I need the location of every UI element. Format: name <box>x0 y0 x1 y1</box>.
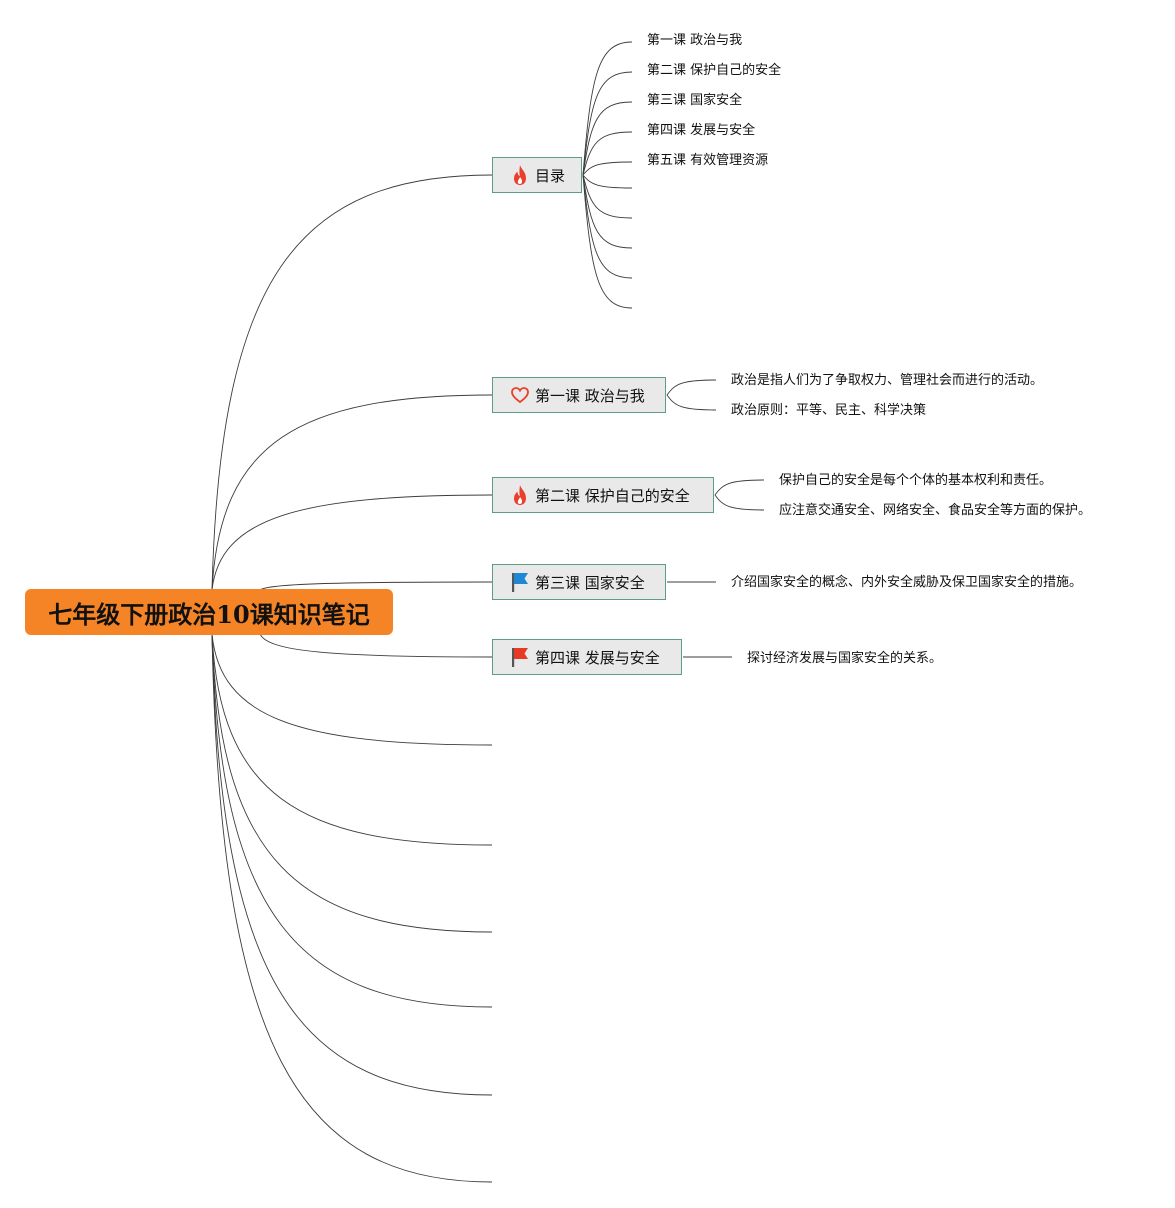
branch-line <box>211 633 493 1008</box>
heart-icon <box>510 384 530 406</box>
topic-lesson-2[interactable]: 第二课 保护自己的安全 <box>492 477 714 513</box>
topic-label: 第一课 政治与我 <box>535 386 645 405</box>
topic-label: 目录 <box>535 166 566 185</box>
branch-line <box>211 394 493 591</box>
sub-branch-line <box>714 479 765 496</box>
lesson-2-note-1[interactable]: 保护自己的安全是每个个体的基本权利和责任。 <box>779 473 1053 488</box>
topic-contents[interactable]: 目录 <box>492 157 582 193</box>
sub-branch-line <box>582 161 633 176</box>
sub-branch-line <box>582 41 633 176</box>
sub-branch-line <box>714 494 765 511</box>
sub-branch-line <box>582 71 633 176</box>
root-topic[interactable]: 七年级下册政治10课知识笔记 <box>25 589 393 635</box>
contents-item-2[interactable]: 第二课 保护自己的安全 <box>647 63 782 78</box>
branch-line <box>211 633 493 933</box>
sub-branch-line <box>582 131 633 176</box>
topic-lesson-3[interactable]: 第三课 国家安全 <box>492 564 666 600</box>
sub-branch-line <box>582 174 633 189</box>
red-flag-icon <box>510 646 530 668</box>
fire-icon <box>510 164 530 186</box>
sub-branch-line <box>582 101 633 176</box>
branch-line <box>259 581 493 591</box>
sub-branch-line <box>582 174 633 219</box>
branch-line <box>211 174 493 591</box>
sub-branch-line <box>582 174 633 249</box>
topic-label: 第三课 国家安全 <box>535 573 645 592</box>
fire-icon <box>510 484 530 506</box>
branch-line <box>211 494 493 591</box>
branch-line <box>211 633 493 1183</box>
contents-item-3[interactable]: 第三课 国家安全 <box>647 93 743 108</box>
branch-line <box>211 633 493 846</box>
contents-item-5[interactable]: 第五课 有效管理资源 <box>647 153 769 168</box>
topic-label: 第二课 保护自己的安全 <box>535 486 690 505</box>
topic-lesson-4[interactable]: 第四课 发展与安全 <box>492 639 682 675</box>
contents-item-1[interactable]: 第一课 政治与我 <box>647 33 743 48</box>
lesson-2-note-2[interactable]: 应注意交通安全、网络安全、食品安全等方面的保护。 <box>779 503 1092 518</box>
sub-branch-line <box>666 394 717 411</box>
lesson-1-note-1[interactable]: 政治是指人们为了争取权力、管理社会而进行的活动。 <box>731 373 1044 388</box>
sub-branch-line <box>582 174 633 279</box>
blue-flag-icon <box>510 571 530 593</box>
lesson-4-note-1[interactable]: 探讨经济发展与国家安全的关系。 <box>747 651 943 666</box>
branch-line <box>211 633 493 746</box>
sub-branch-line <box>582 174 633 309</box>
topic-lesson-1[interactable]: 第一课 政治与我 <box>492 377 666 413</box>
lesson-1-note-2[interactable]: 政治原则：平等、民主、科学决策 <box>731 403 927 418</box>
branch-line <box>211 633 493 1096</box>
topic-label: 第四课 发展与安全 <box>535 648 660 667</box>
sub-branch-line <box>666 379 717 396</box>
contents-item-4[interactable]: 第四课 发展与安全 <box>647 123 756 138</box>
lesson-3-note-1[interactable]: 介绍国家安全的概念、内外安全威胁及保卫国家安全的措施。 <box>731 575 1083 590</box>
branch-line <box>259 633 493 658</box>
